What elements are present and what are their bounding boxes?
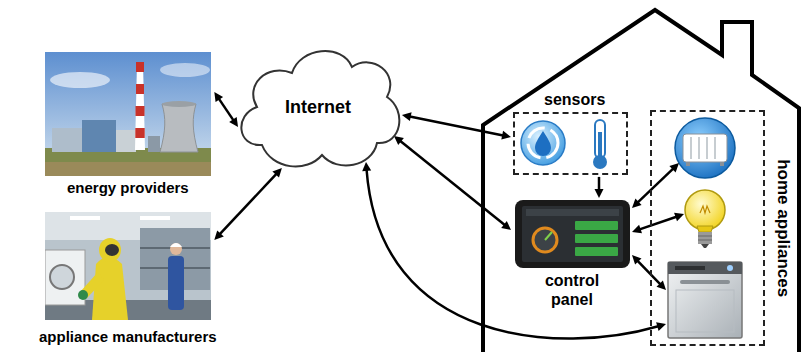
connector-line — [400, 141, 505, 225]
arrow-head — [214, 230, 224, 240]
arrow-head — [229, 117, 238, 127]
arrow-head — [656, 322, 666, 331]
arrow-head — [362, 162, 371, 171]
connector-arrow — [362, 162, 666, 339]
arrow-head — [394, 136, 404, 145]
node-label: energy providers — [67, 179, 189, 197]
arrow-head — [595, 189, 604, 198]
connector-line — [367, 170, 659, 339]
cloud-node: Internet — [232, 35, 404, 175]
thermometer-icon — [593, 120, 607, 169]
connector-line — [638, 261, 661, 285]
device-node: control panel — [508, 196, 638, 318]
tablet-device — [515, 200, 630, 268]
lab-photo — [45, 212, 211, 320]
arrow-head — [669, 163, 679, 173]
heater-icon — [675, 118, 735, 178]
node-label: control panel — [527, 271, 617, 309]
node-label: sensors — [544, 90, 605, 109]
connector-arrow — [632, 213, 684, 234]
connector-line — [220, 174, 277, 234]
dishwasher-icon — [668, 262, 742, 338]
connector-arrow — [595, 177, 604, 198]
node-label: Internet — [285, 97, 351, 119]
group-box: home appliances — [650, 110, 765, 346]
connector-arrow — [632, 255, 666, 290]
connector-arrow — [402, 112, 511, 139]
arrow-head — [657, 281, 667, 291]
arrow-head — [632, 255, 642, 265]
connector-line — [219, 99, 234, 121]
house-outline — [483, 10, 799, 352]
arrow-head — [402, 112, 412, 121]
connector-arrow — [394, 136, 511, 230]
node-label: home appliances — [773, 159, 793, 297]
arrow-head — [501, 221, 511, 230]
arrow-head — [632, 225, 642, 234]
connector-line — [640, 217, 677, 230]
connector-line — [410, 117, 503, 136]
power-plant-photo — [45, 52, 211, 176]
photo-panel: energy providers — [45, 52, 211, 198]
connector-arrow — [632, 163, 679, 208]
connector-arrow — [214, 92, 238, 127]
humidity-sensor-icon — [521, 121, 565, 165]
arrow-head — [632, 199, 642, 209]
connector-line — [638, 169, 673, 203]
arrow-head — [501, 131, 511, 140]
arrow-head — [214, 92, 223, 102]
connector-line — [598, 177, 601, 190]
connector-arrow — [214, 168, 282, 240]
photo-panel: appliance manufacturers — [45, 212, 211, 348]
arrow-head — [272, 168, 282, 178]
node-label: appliance manufacturers — [39, 328, 217, 346]
group-box: sensors — [513, 112, 628, 175]
light-bulb-icon — [685, 190, 725, 248]
arrow-head — [674, 213, 684, 222]
